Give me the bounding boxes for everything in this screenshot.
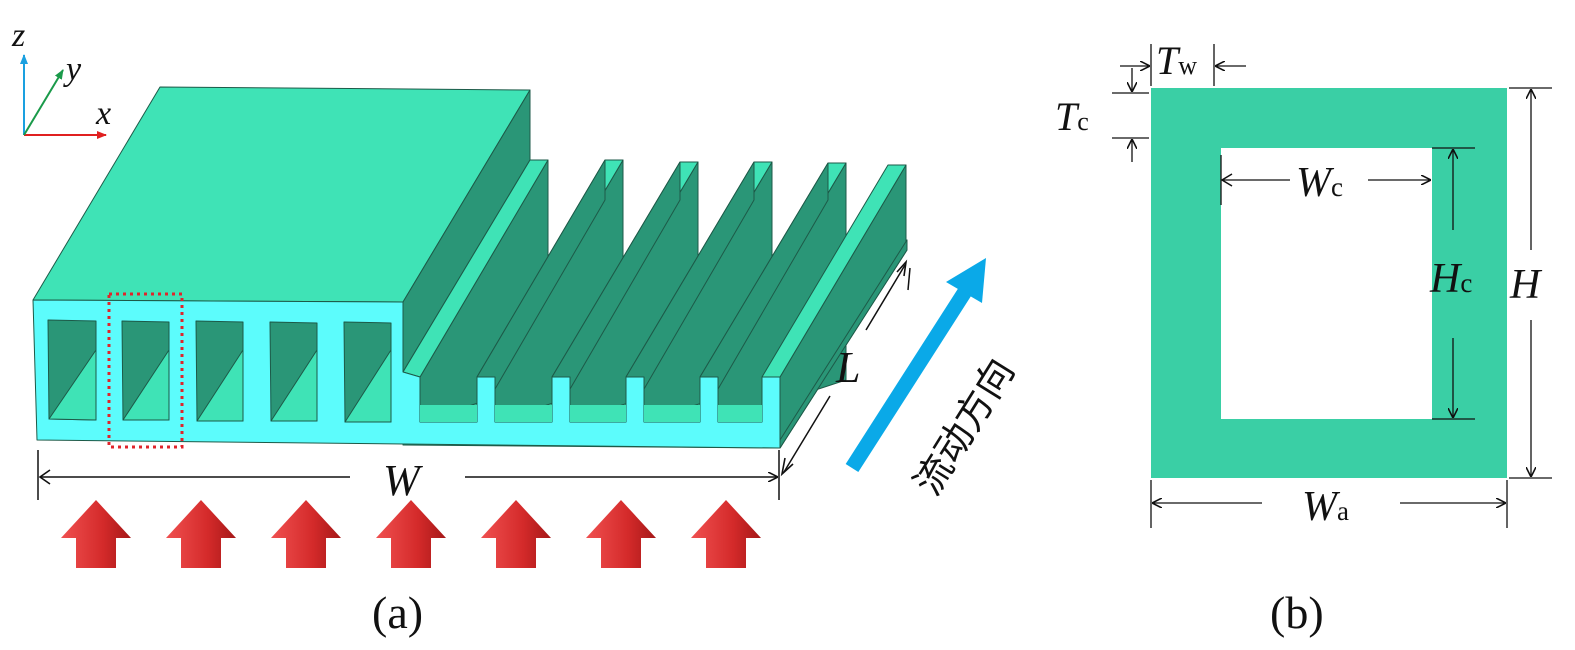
channel-floor	[270, 349, 318, 422]
groove-floor	[718, 405, 762, 422]
flow-arrow-shaft	[845, 285, 973, 473]
dimension-Tw-sub: w	[1178, 51, 1197, 80]
dimension-Tw: Tw	[1120, 38, 1246, 86]
y-axis-label: y	[63, 51, 82, 88]
dimension-Tc: Tc	[1055, 68, 1149, 162]
panel-b: Tw Tc Wc	[1055, 38, 1552, 638]
channel-floor	[196, 349, 244, 422]
channel-floor	[344, 349, 392, 423]
heat-flux-arrow	[61, 500, 131, 568]
heat-flux-arrows	[61, 500, 761, 568]
dimension-Wc: Wc	[1220, 155, 1430, 206]
y-axis-arrow	[23, 69, 64, 136]
dimension-Tc-sub: c	[1077, 107, 1089, 136]
heat-flux-arrow	[166, 500, 236, 568]
dimension-Wa-sub: a	[1337, 496, 1349, 526]
svg-text:Wc: Wc	[1296, 160, 1343, 206]
heat-flux-arrow	[271, 500, 341, 568]
flow-arrow-head	[946, 258, 986, 303]
groove-floor	[644, 405, 700, 422]
dimension-H: H	[1509, 87, 1552, 479]
coordinate-axes: z y x	[11, 17, 111, 139]
dimension-W-label: W	[383, 456, 423, 505]
channel-floor	[48, 349, 97, 421]
dimension-Hc-label: H	[1429, 256, 1463, 302]
groove-floor	[495, 405, 552, 422]
channel-wall-section	[1151, 88, 1507, 478]
dimension-L-label: L	[835, 343, 860, 392]
dimension-Wa-label: W	[1302, 484, 1341, 530]
heat-flux-arrow	[376, 500, 446, 568]
channel-floor	[122, 349, 170, 421]
dimension-Wc-label: W	[1296, 160, 1335, 206]
unit-cell-highlight	[107, 292, 184, 449]
svg-text:Tc: Tc	[1055, 94, 1089, 139]
dimension-Tc-label: T	[1055, 94, 1080, 139]
fin-group	[402, 159, 907, 449]
svg-text:Hc: Hc	[1429, 256, 1472, 302]
dimension-Tw-label: T	[1156, 38, 1181, 83]
dimension-Wc-sub: c	[1331, 172, 1343, 202]
dimension-Hc: Hc	[1429, 147, 1475, 420]
dimension-Wa: Wa	[1150, 480, 1508, 530]
caption-a: (a)	[372, 587, 423, 638]
heat-flux-arrow	[481, 500, 551, 568]
closed-channels	[47, 319, 392, 423]
groove-floor	[420, 405, 477, 422]
dimension-H-label: H	[1509, 262, 1543, 308]
svg-text:Wa: Wa	[1302, 484, 1349, 530]
svg-text:Tw: Tw	[1156, 38, 1197, 83]
z-axis-label: z	[11, 17, 25, 54]
dimension-L: L	[780, 259, 911, 477]
dimension-Hc-sub: c	[1460, 268, 1472, 298]
x-axis-label: x	[95, 95, 111, 132]
heat-flux-arrow	[691, 500, 761, 568]
flow-direction-label: 流动方向	[905, 351, 1023, 503]
groove-floor	[570, 405, 626, 422]
dimension-W: W	[37, 450, 780, 505]
base-end-face	[779, 239, 908, 449]
heat-flux-arrow	[586, 500, 656, 568]
panel-a: z y x	[11, 17, 1023, 638]
caption-b: (b)	[1270, 587, 1324, 638]
cold-plate-3d	[32, 86, 908, 449]
